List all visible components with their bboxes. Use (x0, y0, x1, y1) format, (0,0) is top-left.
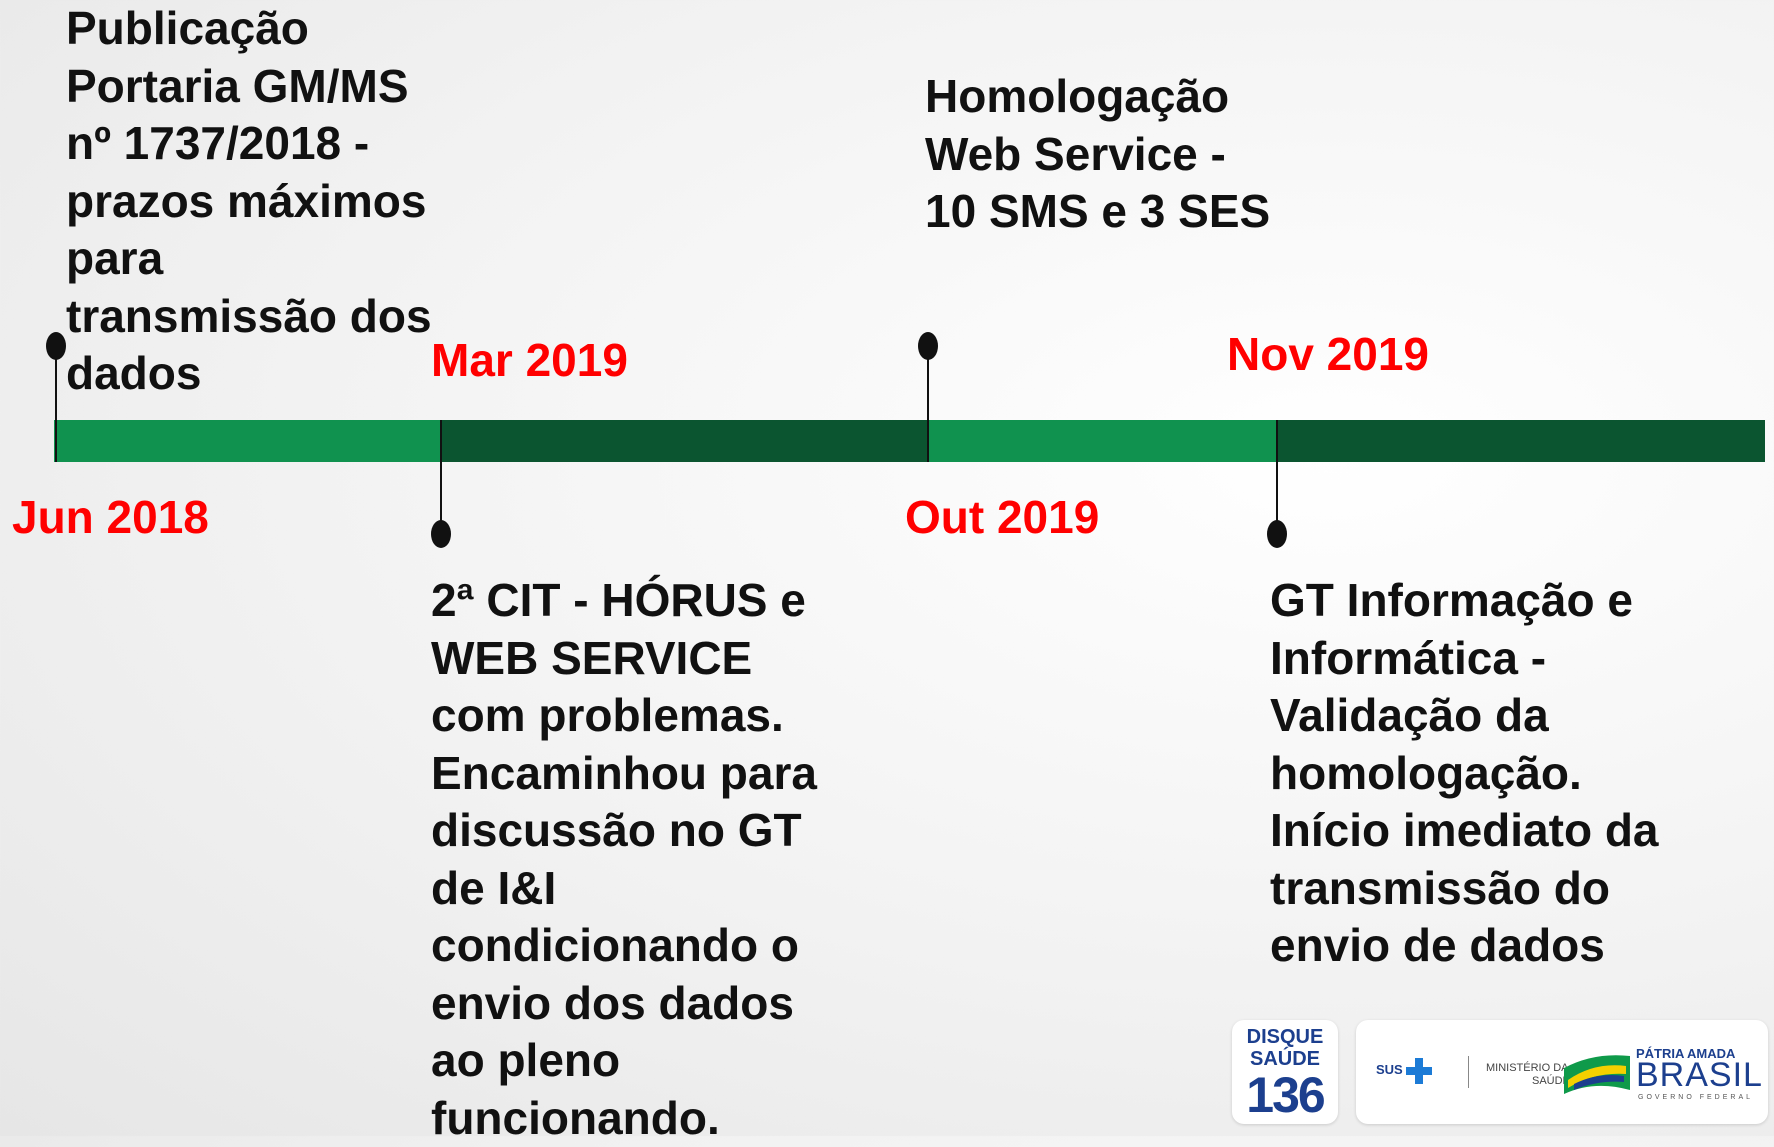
event-line: homologação. (1270, 745, 1659, 803)
sus-cross-icon (1406, 1058, 1432, 1084)
event-line: Validação da (1270, 687, 1659, 745)
event-line: Informática - (1270, 630, 1659, 688)
footer-logos: DISQUE SAÚDE 136 SUS MINISTÉRIO DA SAÚDE… (1232, 1020, 1768, 1124)
event-line: WEB SERVICE (431, 630, 817, 688)
disque-saude-logo: DISQUE SAÚDE 136 (1232, 1020, 1338, 1124)
event-line: Homologação (925, 68, 1270, 126)
event-line: prazos máximos (66, 173, 432, 231)
event-line: Publicação (66, 0, 432, 58)
marker-stem-out2019 (927, 346, 929, 462)
event-line: ao pleno (431, 1032, 817, 1090)
date-mar2019: Mar 2019 (431, 337, 628, 383)
date-out2019: Out 2019 (905, 494, 1099, 540)
event-publicacao-portaria: Publicação Portaria GM/MS nº 1737/2018 -… (66, 0, 432, 403)
marker-stem-mar2019 (440, 420, 442, 534)
event-line: nº 1737/2018 - (66, 115, 432, 173)
event-line: para (66, 230, 432, 288)
timeline-segment-4 (1276, 420, 1765, 462)
governo-federal-label: GOVERNO FEDERAL (1638, 1094, 1753, 1101)
event-line: Web Service - (925, 126, 1270, 184)
event-line: dados (66, 345, 432, 403)
marker-stem-jun2018 (55, 346, 57, 462)
event-line: funcionando. (431, 1090, 817, 1147)
sus-logo-text: SUS (1376, 1062, 1403, 1077)
event-line: com problemas. (431, 687, 817, 745)
date-nov2019: Nov 2019 (1227, 331, 1429, 377)
disque-number: 136 (1232, 1070, 1338, 1120)
brazil-flag-icon (1564, 1050, 1630, 1096)
event-line: GT Informação e (1270, 572, 1659, 630)
event-line: 2ª CIT - HÓRUS e (431, 572, 817, 630)
brasil-label: BRASIL (1636, 1058, 1763, 1092)
date-jun2018: Jun 2018 (12, 494, 209, 540)
event-gt-informacao: GT Informação e Informática - Validação … (1270, 572, 1659, 975)
event-line: 10 SMS e 3 SES (925, 183, 1270, 241)
timeline-segment-1 (54, 420, 440, 462)
ministerio-label: MINISTÉRIO DA (1486, 1062, 1569, 1074)
timeline-segment-2 (440, 420, 928, 462)
marker-dot-nov2019 (1267, 520, 1287, 548)
event-line: Portaria GM/MS (66, 58, 432, 116)
marker-dot-mar2019 (431, 520, 451, 548)
event-line: transmissão dos (66, 288, 432, 346)
government-logos: SUS MINISTÉRIO DA SAÚDE PÁTRIA AMADA BRA… (1356, 1020, 1768, 1124)
event-line: Início imediato da (1270, 802, 1659, 860)
event-line: envio de dados (1270, 917, 1659, 975)
event-line: transmissão do (1270, 860, 1659, 918)
event-line: discussão no GT (431, 802, 817, 860)
event-line: condicionando o (431, 917, 817, 975)
marker-stem-nov2019 (1276, 420, 1278, 534)
event-line: envio dos dados (431, 975, 817, 1033)
event-homologacao-web-service: Homologação Web Service - 10 SMS e 3 SES (925, 68, 1270, 241)
event-line: Encaminhou para (431, 745, 817, 803)
timeline-segment-3 (928, 420, 1276, 462)
logo-separator (1468, 1056, 1469, 1088)
event-cit-horus: 2ª CIT - HÓRUS e WEB SERVICE com problem… (431, 572, 817, 1147)
disque-label: DISQUE (1232, 1026, 1338, 1048)
event-line: de I&I (431, 860, 817, 918)
